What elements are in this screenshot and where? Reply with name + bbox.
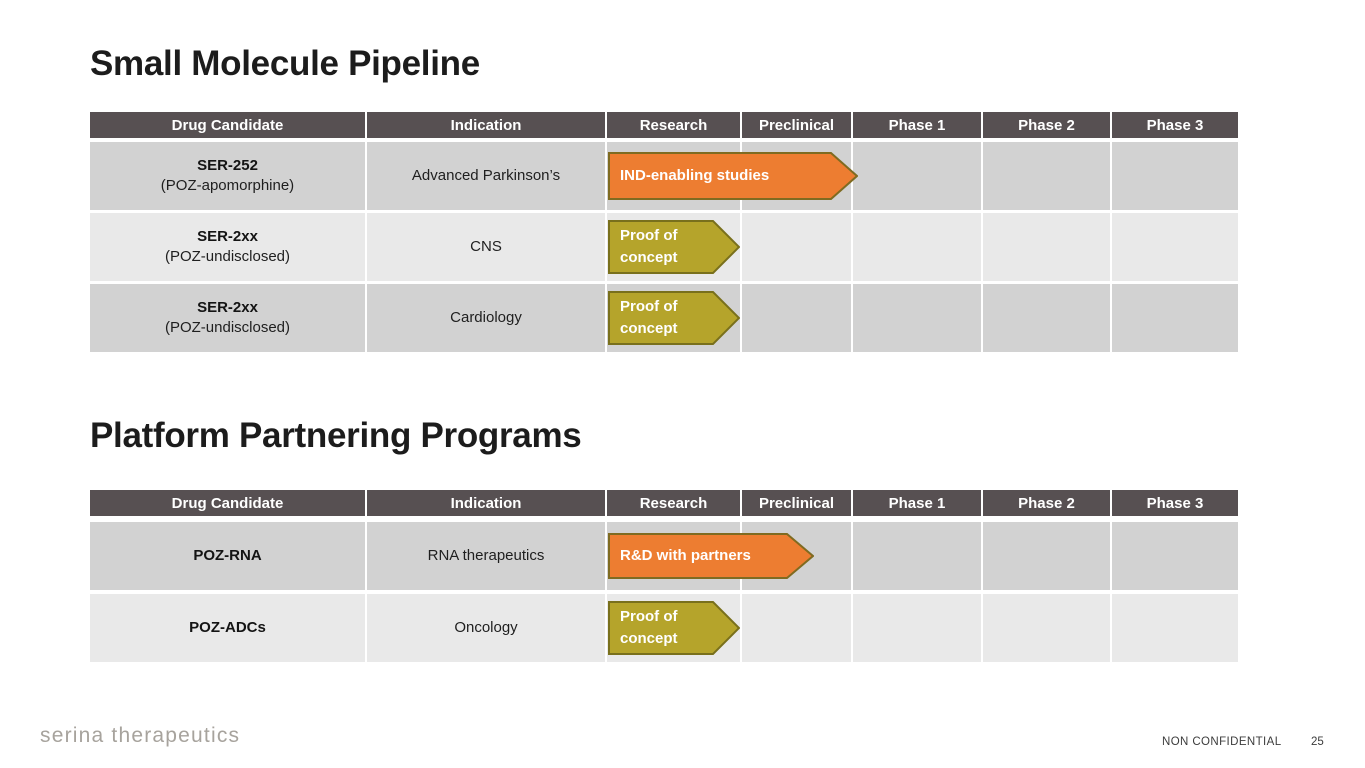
candidate-name: SER-2xx (197, 298, 258, 316)
column-header-phase-2: Phase 2 (983, 112, 1112, 138)
column-header-research: Research (607, 112, 742, 138)
status-arrow-label: Proof of concept (620, 608, 678, 647)
column-header-phase-1: Phase 1 (853, 112, 983, 138)
arrow-shape-icon (608, 152, 858, 200)
drug-candidate-cell: SER-252 (POZ-apomorphine) (90, 142, 367, 210)
column-header-indication: Indication (367, 490, 607, 516)
status-arrow-label: IND-enabling studies (620, 167, 770, 185)
small-molecule-pipeline-table: Drug Candidate Indication Research Precl… (90, 112, 1238, 352)
column-header-preclinical: Preclinical (742, 490, 853, 516)
indication-cell: Advanced Parkinson’s (367, 142, 607, 210)
phase-cell-phase-3 (1112, 522, 1238, 590)
column-header-phase-3: Phase 3 (1112, 112, 1238, 138)
column-header-phase-1: Phase 1 (853, 490, 983, 516)
phase-cell-phase-3 (1112, 142, 1238, 210)
candidate-detail: (POZ-apomorphine) (160, 177, 295, 194)
company-logo-text: serina therapeutics (40, 724, 241, 747)
candidate-name: SER-2xx (197, 227, 258, 245)
status-arrow-label: Proof of concept (620, 298, 678, 337)
column-header-drug-candidate: Drug Candidate (90, 112, 367, 138)
column-header-phase-2: Phase 2 (983, 490, 1112, 516)
status-arrow-label: Proof of concept (620, 227, 678, 266)
candidate-detail: (POZ-undisclosed) (164, 248, 291, 265)
phase-cell-phase-1 (853, 594, 983, 662)
candidate-name: POZ-ADCs (189, 618, 266, 636)
phase-cell-phase-3 (1112, 284, 1238, 352)
phase-cell-phase-1 (853, 284, 983, 352)
drug-candidate-cell: SER-2xx (POZ-undisclosed) (90, 213, 367, 281)
confidentiality-label: NON CONFIDENTIAL (1162, 736, 1282, 748)
column-header-indication: Indication (367, 112, 607, 138)
arrow-shape-icon (608, 533, 814, 579)
phase-cell-preclinical (742, 594, 853, 662)
phase-cell-phase-2 (983, 284, 1112, 352)
section-title-small-molecule: Small Molecule Pipeline (90, 44, 480, 83)
column-header-research: Research (607, 490, 742, 516)
phase-cell-phase-1 (853, 522, 983, 590)
arrow-shape-icon (608, 220, 740, 274)
drug-candidate-cell: POZ-RNA (90, 522, 367, 590)
status-arrow-rd-with-partners: R&D with partners (608, 533, 814, 579)
status-arrow-label: R&D with partners (620, 547, 751, 565)
status-arrow-ind-enabling-studies: IND-enabling studies (608, 152, 858, 200)
table-header-row: Drug Candidate Indication Research Precl… (90, 112, 1238, 138)
phase-cell-preclinical (742, 284, 853, 352)
arrow-shape-icon (608, 291, 740, 345)
section-title-platform-partnering: Platform Partnering Programs (90, 416, 582, 455)
indication-cell: Cardiology (367, 284, 607, 352)
phase-cell-phase-3 (1112, 594, 1238, 662)
arrow-shape-icon (608, 601, 740, 655)
phase-cell-phase-2 (983, 142, 1112, 210)
status-arrow-proof-of-concept: Proof of concept (608, 601, 740, 655)
candidate-detail: (POZ-undisclosed) (164, 319, 291, 336)
phase-cell-phase-2 (983, 594, 1112, 662)
phase-cell-phase-1 (853, 142, 983, 210)
phase-cell-phase-1 (853, 213, 983, 281)
table-header-row: Drug Candidate Indication Research Precl… (90, 490, 1238, 516)
drug-candidate-cell: POZ-ADCs (90, 594, 367, 662)
phase-cell-phase-2 (983, 522, 1112, 590)
candidate-name: SER-252 (197, 156, 258, 174)
column-header-drug-candidate: Drug Candidate (90, 490, 367, 516)
column-header-preclinical: Preclinical (742, 112, 853, 138)
phase-cell-preclinical (742, 213, 853, 281)
column-header-phase-3: Phase 3 (1112, 490, 1238, 516)
indication-cell: CNS (367, 213, 607, 281)
drug-candidate-cell: SER-2xx (POZ-undisclosed) (90, 284, 367, 352)
phase-cell-phase-2 (983, 213, 1112, 281)
phase-cell-phase-3 (1112, 213, 1238, 281)
candidate-name: POZ-RNA (193, 546, 262, 564)
page-number: 25 (1311, 736, 1324, 748)
status-arrow-proof-of-concept: Proof of concept (608, 291, 740, 345)
status-arrow-proof-of-concept: Proof of concept (608, 220, 740, 274)
platform-partnering-table: Drug Candidate Indication Research Precl… (90, 490, 1238, 662)
indication-cell: Oncology (367, 594, 607, 662)
table-row-poz-adcs: POZ-ADCs Oncology (90, 594, 1238, 662)
indication-cell: RNA therapeutics (367, 522, 607, 590)
